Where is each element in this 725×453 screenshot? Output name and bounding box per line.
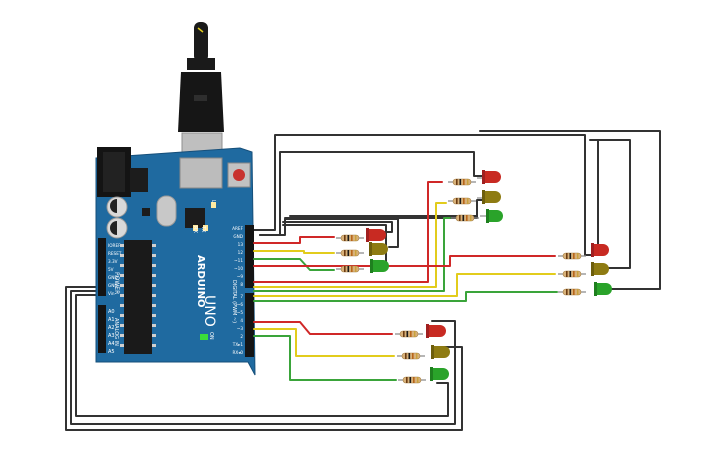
pin-label: A0 xyxy=(108,309,115,315)
led-red xyxy=(366,228,386,242)
pin-label: 4 xyxy=(240,318,243,323)
wire-green xyxy=(253,258,335,271)
pin-label: 3.3V xyxy=(108,259,118,264)
led-green xyxy=(370,259,389,273)
wire-green xyxy=(253,291,558,302)
tx-label: TX xyxy=(200,225,206,233)
led-green xyxy=(430,367,449,381)
pin-label: TX▸1 xyxy=(232,342,244,347)
led-red xyxy=(426,324,446,338)
pin-label: 5V xyxy=(108,267,114,272)
led-yellow xyxy=(591,262,609,276)
l-label: L xyxy=(210,200,216,203)
wire-yellow xyxy=(253,202,447,288)
pin-label: AREF xyxy=(232,226,243,231)
pin-label: 8 xyxy=(240,282,243,287)
arduino-board: ARDUINO UNO ON TX RX L POWER ANALOG IN D… xyxy=(95,22,256,376)
resistor xyxy=(447,178,477,186)
led-yellow xyxy=(477,190,501,204)
led-red xyxy=(591,243,609,257)
pin-label: IOREF xyxy=(108,243,121,248)
power-pin-labels: IOREF RESET 3.3V 5V GND GND Vin xyxy=(108,243,122,296)
digital-header-label: DIGITAL (PWM ~) xyxy=(231,280,237,323)
pin-label: ~9 xyxy=(237,274,244,279)
rx-label: RX xyxy=(192,226,198,233)
wire-red xyxy=(253,321,393,335)
pin-label: 2 xyxy=(240,334,243,339)
resistor xyxy=(447,197,477,205)
analog-pin-labels: A0 A1 A2 A3 A4 A5 xyxy=(108,309,115,355)
wire-green xyxy=(253,217,451,292)
wire-red xyxy=(253,236,335,244)
pin-label: GND xyxy=(108,275,118,280)
resistor xyxy=(335,234,365,242)
pin-label: A3 xyxy=(108,333,115,339)
resistor xyxy=(557,270,587,278)
pin-label: A1 xyxy=(108,317,115,323)
model-label: UNO xyxy=(201,295,217,327)
pin-label: 12 xyxy=(238,250,244,255)
led-yellow xyxy=(431,345,450,359)
led-green xyxy=(480,209,503,223)
pin-label: RX◂0 xyxy=(232,350,243,355)
led-red xyxy=(477,170,501,184)
pin-label: GND xyxy=(108,283,118,288)
resistor xyxy=(557,252,587,260)
brand-label: ARDUINO xyxy=(195,255,206,307)
pin-label: ~6 xyxy=(237,302,244,307)
resistor xyxy=(396,352,426,360)
wire-yellow xyxy=(253,328,395,357)
pin-label: A2 xyxy=(108,325,115,331)
analog-header-label: ANALOG IN xyxy=(113,318,119,346)
digital-pin-labels: AREF GND 13 12 ~11 ~10 ~9 8 7 ~6 ~5 4 ~3… xyxy=(232,226,244,355)
leds xyxy=(366,170,612,381)
resistor xyxy=(397,376,427,384)
wire-yellow xyxy=(253,250,335,254)
pin-label: A4 xyxy=(108,341,115,347)
wire-red xyxy=(253,255,556,267)
pin-label: ~3 xyxy=(237,326,244,331)
pin-label: ~10 xyxy=(234,266,243,271)
wire-yellow xyxy=(253,273,556,297)
led-yellow xyxy=(369,242,388,256)
power-header-label: POWER xyxy=(113,272,120,294)
pin-label: RESET xyxy=(108,251,122,256)
pin-label: A5 xyxy=(108,349,115,355)
pin-label: 13 xyxy=(238,242,244,247)
resistor xyxy=(557,288,587,296)
pin-label: ~5 xyxy=(237,310,244,315)
pin-label: Vin xyxy=(108,291,115,296)
led-green xyxy=(594,282,612,296)
resistor xyxy=(335,249,365,257)
pin-label: 7 xyxy=(240,294,243,299)
on-label: ON xyxy=(208,332,214,340)
wire-red xyxy=(253,181,443,283)
pin-label: GND xyxy=(233,234,243,239)
ground-wires xyxy=(65,130,661,431)
pin-label: ~11 xyxy=(234,258,243,263)
signal-wires xyxy=(253,181,558,381)
wire-green xyxy=(253,335,397,381)
resistor xyxy=(394,330,424,338)
